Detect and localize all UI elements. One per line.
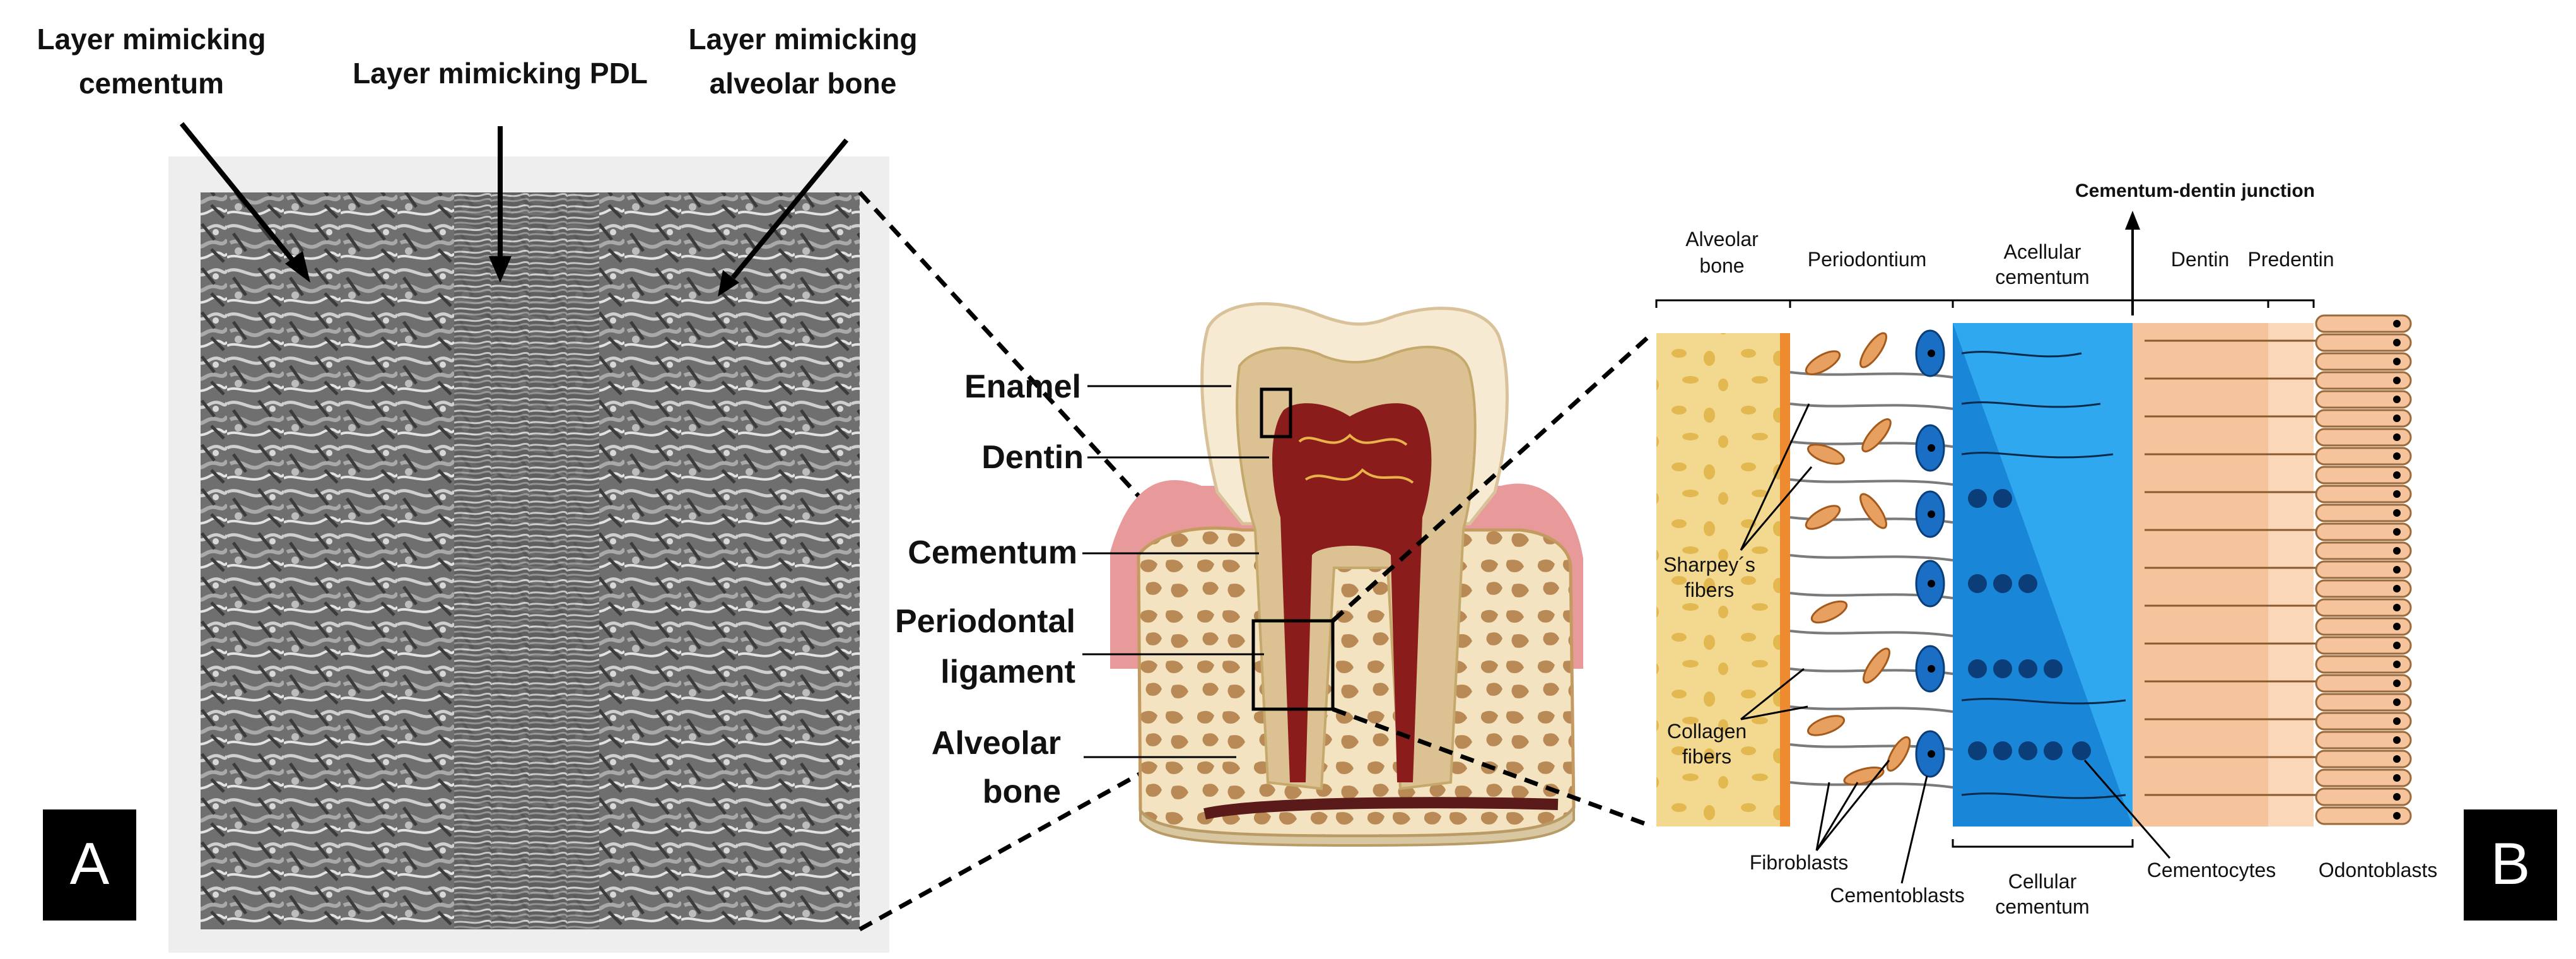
jaw-base [1139, 803, 1575, 847]
pulp [1272, 403, 1432, 782]
b-label-alveolar-2: bone [1699, 254, 1744, 277]
b-label-periodontium: Periodontium [1808, 248, 1927, 271]
b-leaders-sharpey [1740, 403, 1813, 551]
panel-b-letter-box [2464, 809, 2557, 921]
label-bone-layer-2: alveolar bone [710, 67, 897, 100]
box-pdl [1251, 619, 1335, 711]
b-label-collagen: Collagen [1667, 720, 1747, 743]
b-bone-edge [1780, 333, 1790, 827]
b-odontoblast-nuclei [2393, 320, 2401, 820]
b-label-cementocytes: Cementocytes [2147, 859, 2276, 881]
b-cementum-fibers [1961, 351, 2126, 799]
b-label-acellular: Acellular [2004, 240, 2081, 263]
tooth-illustration: Enamel Dentin Cementum Periodontal ligam… [895, 302, 1583, 847]
b-acellular-cementum [1953, 323, 2133, 827]
b-bottom-bracket [1952, 839, 2134, 848]
b-label-cementoblasts: Cementoblasts [1830, 884, 1964, 907]
b-label-fibroblasts: Fibroblasts [1750, 851, 1849, 874]
label-enamel: Enamel [964, 368, 1081, 405]
b-leaders-fibroblasts [1815, 760, 1890, 851]
sem-pdl-band [454, 192, 599, 929]
label-dentin: Dentin [981, 439, 1084, 476]
panel-a: Layer mimicking cementum Layer mimicking… [37, 23, 918, 953]
b-label-predentin: Predentin [2248, 248, 2334, 271]
label-pdl-layer: Layer mimicking PDL [353, 57, 648, 90]
b-dentin [2133, 323, 2268, 827]
label-pdl-2: ligament [940, 654, 1075, 690]
panel-b-letter: B [2491, 830, 2531, 897]
panel-a-letter-box [43, 809, 136, 921]
zoom-lines-b [1331, 331, 1654, 829]
b-label-acellular-2: cementum [1995, 266, 2089, 288]
b-label-cellular-2: cementum [1995, 895, 2089, 918]
panel-a-letter: A [70, 830, 110, 897]
arrow-cementum [179, 122, 310, 283]
b-cementoblast-nuclei [1928, 350, 1935, 758]
b-top-brackets [1655, 299, 2315, 308]
b-fibroblasts [1805, 332, 1911, 785]
label-alveolar-2: bone [983, 774, 1061, 810]
box-enamel [1260, 387, 1292, 438]
b-predentin [2268, 323, 2314, 827]
alveolar-bone [1137, 526, 1576, 838]
b-dentin-tubules [2145, 339, 2321, 796]
label-alveolar: Alveolar [932, 725, 1061, 762]
pulp-vessels [1298, 433, 1414, 484]
b-label-odontoblasts: Odontoblasts [2319, 859, 2438, 881]
b-leader-cementocytes [2083, 760, 2171, 859]
jaw-canal [1203, 797, 1559, 820]
b-label-sharpey: Sharpey´s [1663, 553, 1755, 576]
arrow-pdl [489, 126, 512, 283]
label-cementum-layer-2: cementum [79, 67, 224, 100]
b-leader-cementoblasts [1900, 775, 1928, 884]
b-label-collagen-2: fibers [1682, 745, 1731, 768]
b-cementocytes [1968, 489, 2091, 760]
b-leaders-collagen [1740, 668, 1808, 721]
b-label-cdj: Cementum-dentin junction [2075, 180, 2315, 201]
b-label-alveolar: Alveolar [1685, 228, 1759, 250]
label-pdl: Periodontal [895, 603, 1075, 640]
label-bone-layer: Layer mimicking [688, 23, 917, 56]
b-label-dentin: Dentin [2171, 248, 2230, 271]
arrow-bone [718, 138, 849, 297]
panel-b: Cementum-dentin junction Alveolar bone P… [1655, 180, 2557, 921]
b-alveolar-bone [1656, 333, 1786, 827]
b-odontoblasts [2315, 314, 2412, 825]
label-cementum: Cementum [908, 534, 1077, 571]
b-label-sharpey-2: fibers [1685, 579, 1734, 601]
b-label-cellular: Cellular [2008, 870, 2077, 893]
label-cementum-layer: Layer mimicking [37, 23, 266, 56]
